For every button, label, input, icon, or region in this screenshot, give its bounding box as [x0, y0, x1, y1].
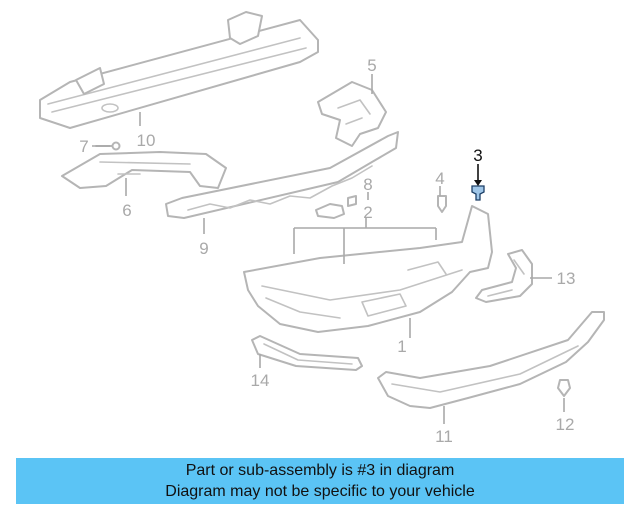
callout-1: 1 — [397, 337, 406, 356]
banner-line-1: Part or sub-assembly is #3 in diagram — [185, 462, 455, 479]
callout-10: 10 — [137, 131, 156, 150]
part-1-bumper-cover — [243, 205, 493, 333]
part-10-impact-bar — [39, 11, 319, 129]
banner-line-2: Diagram may not be specific to your vehi… — [165, 483, 475, 500]
part-4-fastener — [437, 195, 447, 213]
callout-labels: 1 2 3 4 5 6 7 8 9 10 11 12 13 14 — [79, 56, 575, 446]
part-3-fastener — [471, 185, 485, 201]
parts-diagram-svg: 1 2 3 4 5 6 7 8 9 10 11 12 13 14 — [39, 11, 605, 446]
callout-14: 14 — [251, 371, 270, 390]
callout-4: 4 — [435, 169, 444, 188]
part-11-valance — [377, 311, 605, 409]
part-5-bracket — [317, 81, 387, 147]
part-12-pin — [557, 379, 571, 397]
leader-lines — [92, 74, 565, 424]
callout-13: 13 — [557, 269, 576, 288]
callout-11: 11 — [435, 427, 453, 446]
parts-diagram: 1 2 3 4 5 6 7 8 9 10 11 12 13 14 — [39, 11, 605, 446]
part-13-molding — [475, 249, 533, 303]
callout-5: 5 — [367, 56, 376, 75]
part-9-absorber — [165, 131, 399, 219]
callout-12: 12 — [556, 415, 575, 434]
info-banner: Part or sub-assembly is #3 in diagram Di… — [16, 458, 624, 504]
callout-2: 2 — [363, 203, 372, 222]
callout-9: 9 — [199, 239, 208, 258]
callout-8: 8 — [363, 175, 372, 194]
callout-6: 6 — [122, 201, 131, 220]
part-14-molding — [251, 335, 363, 371]
part-8-clip — [315, 195, 357, 219]
callout-3: 3 — [473, 146, 482, 165]
part-6-support — [61, 151, 227, 189]
callout-7: 7 — [79, 137, 88, 156]
